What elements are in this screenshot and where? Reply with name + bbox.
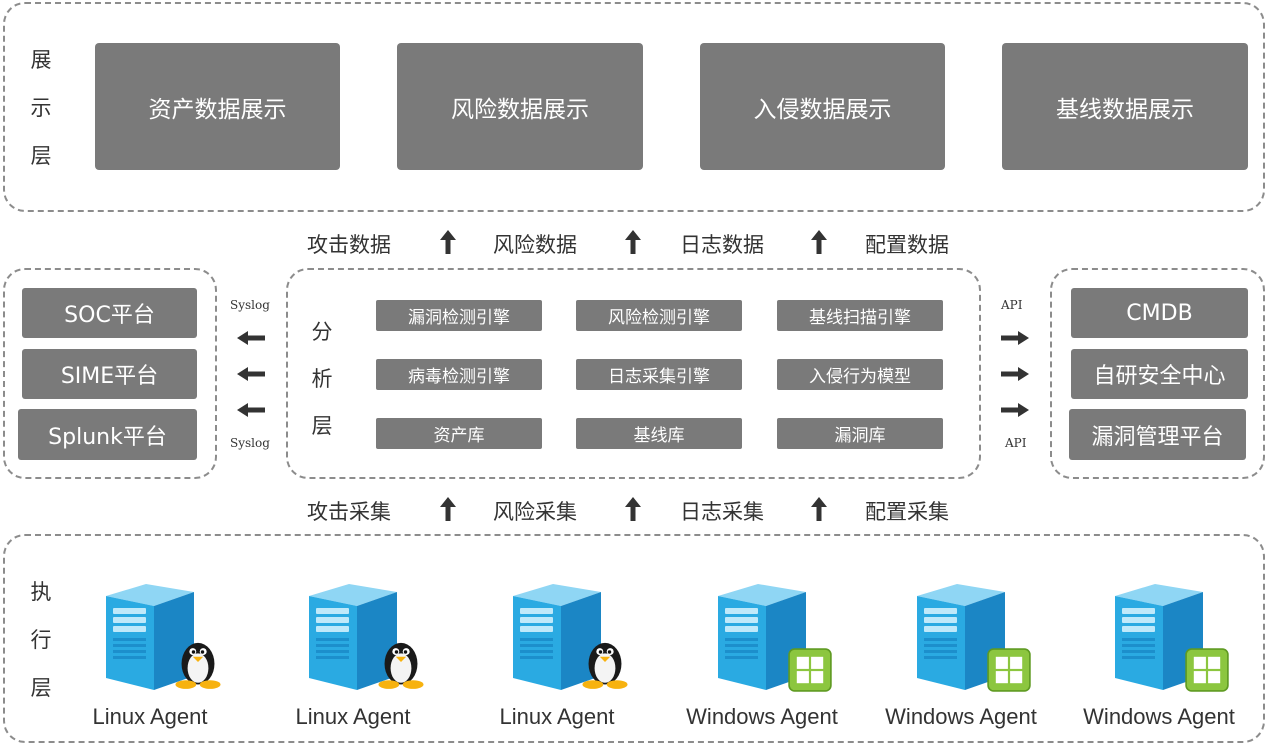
- attack-data-flow-label: 攻击数据: [307, 233, 391, 257]
- intrusion-data-display-box: 入侵数据展示: [700, 43, 945, 170]
- execution-layer-container: [3, 534, 1265, 743]
- linux-agent-1: Linux Agent: [60, 582, 240, 732]
- windows-agent-1: Windows Agent: [672, 582, 852, 732]
- syslog-top-label: Syslog: [230, 298, 270, 312]
- display-layer-label: 展 示 层: [30, 48, 52, 168]
- risk-detection-engine-box: 风险检测引擎: [576, 300, 742, 331]
- virus-detection-engine-box: 病毒检测引擎: [376, 359, 542, 390]
- arrow-up-icon: [625, 497, 641, 521]
- agent-label: Windows Agent: [885, 704, 1037, 729]
- self-developed-security-center-box: 自研安全中心: [1071, 349, 1248, 399]
- windows-agent-3: Windows Agent: [1069, 582, 1249, 732]
- intrusion-behavior-model-box: 入侵行为模型: [777, 359, 943, 390]
- log-collection-flow-label: 日志采集: [680, 500, 764, 524]
- log-collection-engine-box: 日志采集引擎: [576, 359, 742, 390]
- config-data-flow-label: 配置数据: [865, 233, 949, 257]
- api-bottom-label: API: [1005, 436, 1027, 450]
- arrow-right-icon: [1000, 403, 1030, 417]
- baseline-scan-engine-box: 基线扫描引擎: [777, 300, 943, 331]
- cmdb-box: CMDB: [1071, 288, 1248, 338]
- asset-data-display-box: 资产数据展示: [95, 43, 340, 170]
- syslog-bottom-label: Syslog: [230, 436, 270, 450]
- left-platforms-container: [3, 268, 217, 479]
- windows-logo-icon: [1185, 648, 1229, 692]
- arrow-right-icon: [1000, 331, 1030, 345]
- display-layer-container: [3, 2, 1265, 212]
- arrow-right-icon: [1000, 367, 1030, 381]
- vuln-library-box: 漏洞库: [777, 418, 943, 449]
- splunk-platform-box: Splunk平台: [18, 409, 197, 460]
- agent-label: Windows Agent: [686, 704, 838, 729]
- windows-agent-2: Windows Agent: [871, 582, 1051, 732]
- arrow-left-icon: [236, 403, 266, 417]
- arrow-left-icon: [236, 367, 266, 381]
- api-top-label: API: [1001, 298, 1023, 312]
- arrow-up-icon: [811, 497, 827, 521]
- risk-data-flow-label: 风险数据: [493, 233, 577, 257]
- analysis-layer-container: [286, 268, 981, 479]
- linux-penguin-icon: [375, 634, 427, 690]
- baseline-library-box: 基线库: [576, 418, 742, 449]
- agent-label: Linux Agent: [499, 704, 615, 729]
- agent-label: Linux Agent: [295, 704, 411, 729]
- right-platforms-container: [1050, 268, 1265, 479]
- agent-label: Windows Agent: [1083, 704, 1235, 729]
- arrow-left-icon: [236, 331, 266, 345]
- sime-platform-box: SIME平台: [22, 349, 197, 399]
- arrow-up-icon: [811, 230, 827, 254]
- linux-agent-3: Linux Agent: [467, 582, 647, 732]
- vuln-management-platform-box: 漏洞管理平台: [1069, 409, 1246, 460]
- arrow-up-icon: [625, 230, 641, 254]
- linux-agent-2: Linux Agent: [263, 582, 443, 732]
- config-collection-flow-label: 配置采集: [865, 500, 949, 524]
- log-data-flow-label: 日志数据: [680, 233, 764, 257]
- risk-data-display-box: 风险数据展示: [397, 43, 643, 170]
- agent-label: Linux Agent: [92, 704, 208, 729]
- baseline-data-display-box: 基线数据展示: [1002, 43, 1248, 170]
- asset-library-box: 资产库: [376, 418, 542, 449]
- attack-collection-flow-label: 攻击采集: [307, 500, 391, 524]
- linux-penguin-icon: [172, 634, 224, 690]
- analysis-layer-label: 分 析 层: [311, 320, 333, 438]
- soc-platform-box: SOC平台: [22, 288, 197, 338]
- arrow-up-icon: [440, 497, 456, 521]
- arrow-up-icon: [440, 230, 456, 254]
- linux-penguin-icon: [579, 634, 631, 690]
- risk-collection-flow-label: 风险采集: [493, 500, 577, 524]
- execution-layer-label: 执 行 层: [30, 580, 52, 700]
- windows-logo-icon: [987, 648, 1031, 692]
- windows-logo-icon: [788, 648, 832, 692]
- vuln-detection-engine-box: 漏洞检测引擎: [376, 300, 542, 331]
